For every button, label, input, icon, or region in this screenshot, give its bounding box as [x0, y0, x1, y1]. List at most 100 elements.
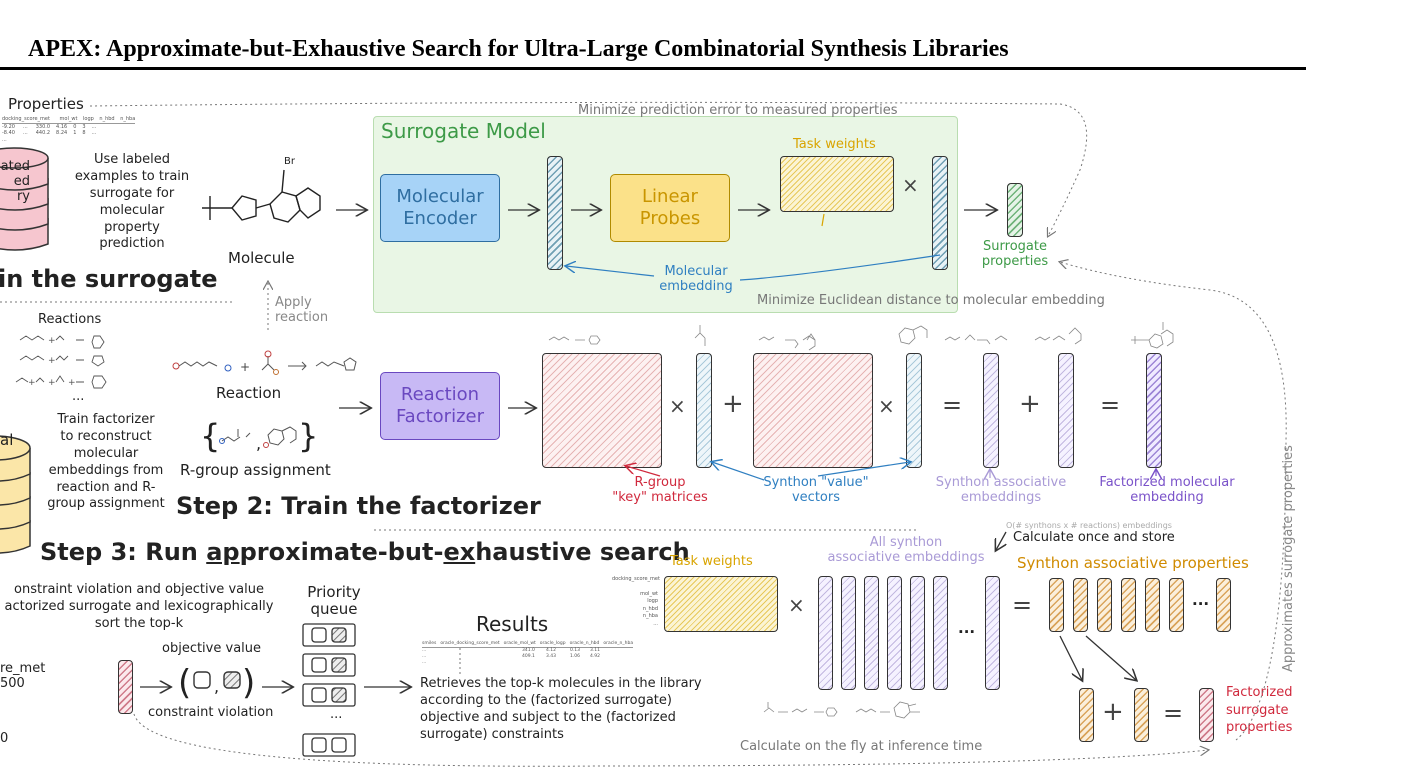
constraint-text: onstraint violation and objective value …	[4, 582, 274, 631]
priority-queue-icon	[302, 623, 356, 757]
factorized-surrogate-vector	[1199, 688, 1214, 742]
synthon-property-vector	[1121, 578, 1136, 632]
synthon-property-vector	[1073, 578, 1088, 632]
calc-fly-label: Calculate on the fly at inference time	[740, 739, 983, 754]
retrieves-text: Retrieves the top-k molecules in the lib…	[420, 676, 702, 742]
synthon-assoc-embedding-2	[1058, 353, 1074, 468]
molecular-encoder-label: Molecular Encoder	[396, 185, 484, 230]
times-operator: ×	[902, 173, 919, 197]
svg-text:+: +	[48, 336, 56, 346]
rgroup-key-label: R-group "key" matrices	[612, 475, 708, 505]
rgroup-key-matrix-1	[542, 353, 662, 468]
page-title: APEX: Approximate-but-Exhaustive Search …	[28, 36, 1009, 62]
molecular-embedding-label: Molecular embedding	[659, 264, 733, 294]
synthon-assoc-props-label: Synthon associative properties	[1017, 554, 1249, 572]
reaction-factorizer-label: Reaction Factorizer	[395, 383, 485, 428]
library-partial-label: al	[0, 431, 14, 449]
svg-text:,: ,	[214, 677, 219, 696]
task-weight-row: logp	[647, 598, 658, 604]
svg-text:+: +	[28, 378, 36, 388]
flow-arrows	[140, 210, 1136, 687]
constraint-violation-label: constraint violation	[148, 705, 274, 720]
task-weight-row: n_hbd	[642, 605, 658, 612]
synthon-property-vector	[1169, 578, 1184, 632]
svg-text:+: +	[48, 356, 56, 366]
svg-text:}: }	[298, 417, 318, 455]
equals-operator-2: =	[1100, 391, 1121, 419]
zero-partial-label: 0	[0, 731, 9, 746]
linear-probes-label: Linear Probes	[639, 185, 701, 230]
surrogate-properties-label: Surrogate properties	[981, 239, 1049, 269]
tuple-icon: ( , )	[178, 663, 255, 703]
factorized-surrogate-label: Factorized surrogate properties	[1226, 685, 1293, 736]
reactions-label: Reactions	[38, 312, 102, 327]
svg-text:(: (	[178, 663, 191, 703]
synthon-embedding-column	[864, 576, 879, 690]
factorized-surrogate-vector-input	[118, 660, 133, 714]
rgroup-assignment-icon: { } ,	[200, 417, 318, 455]
synthon-embedding-column	[818, 576, 833, 690]
results-title: Results	[476, 612, 549, 636]
property-dots: ...	[1192, 591, 1210, 609]
embedding-dots: ...	[958, 619, 976, 637]
svg-text:+: +	[48, 378, 56, 388]
task-weight-row: mol_wt	[640, 590, 658, 597]
synthon-property-vector	[1097, 578, 1112, 632]
plus-operator: +	[722, 389, 744, 419]
synthon-property-vector	[1145, 578, 1160, 632]
surrogate-properties-vector	[1007, 183, 1023, 237]
equals-operator: =	[942, 391, 963, 419]
equals-operator-3: =	[1012, 591, 1033, 619]
minimize-euclidean-label: Minimize Euclidean distance to molecular…	[757, 293, 1105, 308]
times-operator-4: ×	[788, 593, 805, 617]
queue-ellipsis: ...	[330, 707, 343, 722]
table-header: n_hbd	[99, 116, 115, 122]
svg-text:+: +	[68, 378, 76, 388]
synthon-embedding-column	[887, 576, 902, 690]
task-weights-matrix	[780, 156, 894, 212]
step2-heading: Step 2: Train the factorizer	[176, 492, 541, 520]
task-weight-row: docking_score_met	[612, 576, 660, 582]
svg-text:{: {	[200, 417, 220, 455]
svg-text:+: +	[240, 360, 250, 374]
table-header: logp	[83, 116, 94, 122]
library-label: ated ed ry	[0, 159, 30, 204]
table-header: mol_wt	[59, 116, 78, 122]
synthon-pair-sketch-icon	[763, 701, 920, 719]
svg-text:,: ,	[256, 434, 261, 453]
score-partial-label: re_met 500	[0, 661, 46, 691]
molecule-atom-label: Br	[284, 156, 296, 167]
plus-operator-3: +	[1102, 697, 1124, 727]
synthon-embedding-column	[985, 576, 1000, 690]
priority-queue-label: Priority queue	[307, 583, 361, 619]
title-rule	[0, 67, 1306, 70]
labeled-library-database-icon	[0, 147, 49, 251]
reaction-factorizer-box: Reaction Factorizer	[380, 372, 500, 440]
rgroup-assignment-label: R-group assignment	[180, 461, 331, 479]
equals-operator-4: =	[1163, 699, 1184, 727]
selected-synthon-property-2	[1134, 688, 1149, 742]
rgroup-key-matrix-2	[753, 353, 873, 468]
task-weight-row: ...	[653, 620, 658, 627]
times-operator-2: ×	[669, 394, 686, 418]
properties-table-header: docking_score_met mol_wt logp n_hbd n_hb…	[2, 116, 136, 124]
train-factorizer-text: Train factorizer to reconstruct molecula…	[47, 412, 165, 512]
molecule-structure-icon: Br	[202, 156, 321, 223]
synthon-property-vector	[1049, 578, 1064, 632]
train-surrogate-text: Use labeled examples to train surrogate …	[74, 152, 190, 252]
minimize-prediction-error-label: Minimize prediction error to measured pr…	[578, 103, 898, 118]
synthon-assoc-embedding-1	[983, 353, 999, 468]
surrogate-model-title: Surrogate Model	[381, 119, 546, 143]
plus-operator-2: +	[1019, 389, 1041, 419]
synthon-value-vector-2	[906, 353, 922, 468]
molecule-label: Molecule	[228, 249, 295, 267]
table-header: n_hba	[120, 116, 136, 122]
molecular-encoder-box: Molecular Encoder	[380, 174, 500, 242]
fragment-sketches-icon	[548, 322, 1174, 351]
table-row: ...	[2, 136, 7, 143]
task-weights-matrix-step3	[664, 576, 778, 632]
